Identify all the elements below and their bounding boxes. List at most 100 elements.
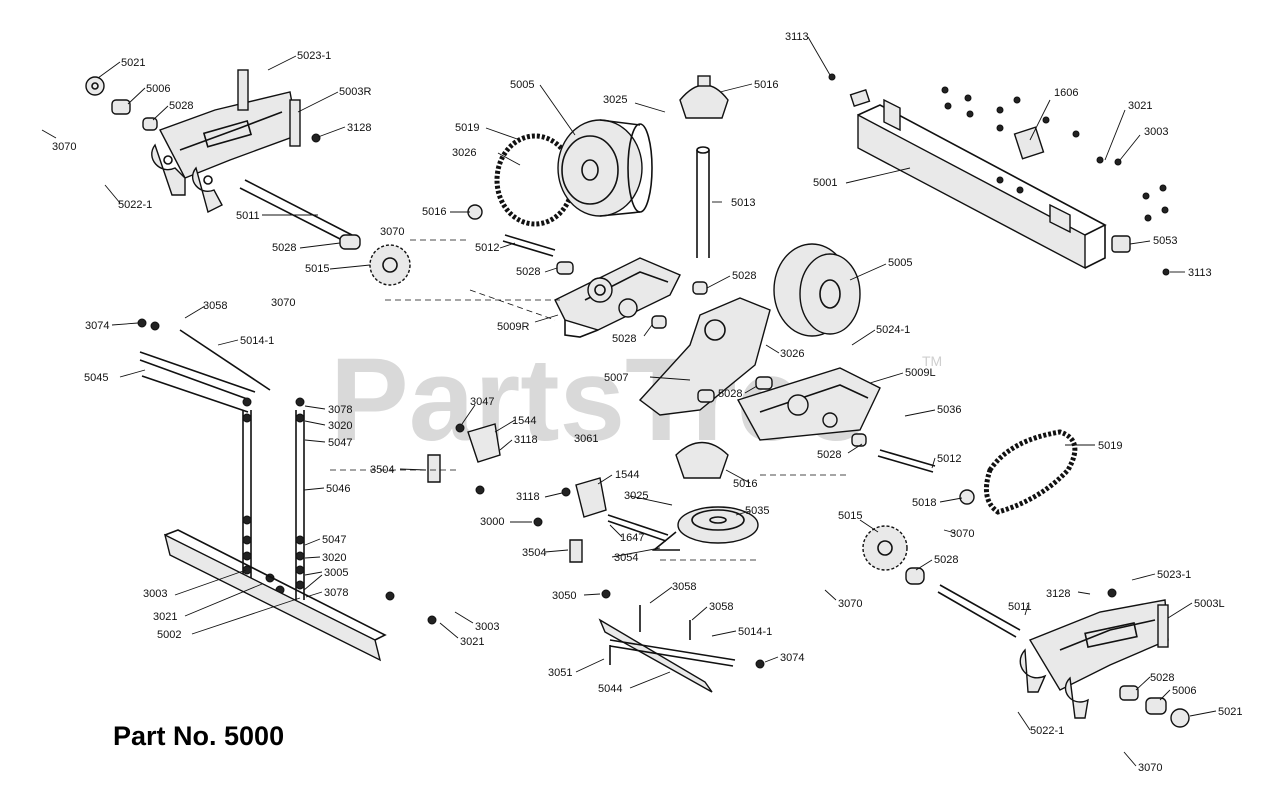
bracket-5003l [1019, 599, 1169, 719]
callout-5007: 5007 [604, 372, 628, 384]
callout-5001: 5001 [813, 177, 837, 189]
sprocket-5015-right [862, 525, 908, 571]
callout-5016-b: 5016 [422, 206, 446, 218]
bar-5044 [598, 618, 713, 693]
frame-5009r [554, 257, 681, 338]
pulley-5035 [677, 506, 759, 544]
callout-5022-1-top: 5022-1 [118, 199, 152, 211]
callout-5006-top: 5006 [146, 83, 170, 95]
bolt-1647 [607, 514, 669, 542]
callout-1544-b: 1544 [615, 469, 639, 481]
spacer-5006-lower [1145, 697, 1167, 715]
callout-3054: 3054 [614, 552, 638, 564]
callout-labels: 5023-1 5021 5006 5028 5003R 3070 3128 50… [52, 31, 1242, 774]
callout-5021-lower: 5021 [1218, 706, 1242, 718]
callout-3021-mid: 3021 [460, 636, 484, 648]
part-number-title: Part No. 5000 [113, 721, 284, 751]
callout-5013: 5013 [731, 197, 755, 209]
sprocket-5018 [959, 489, 975, 505]
clutch-cone-5016 [679, 84, 729, 119]
callout-5006-lower: 5006 [1172, 685, 1196, 697]
callout-3051: 3051 [548, 667, 572, 679]
callout-5003l: 5003L [1194, 598, 1225, 610]
pulley-5005-lower [773, 243, 861, 337]
callout-5028-a: 5028 [169, 100, 193, 112]
callout-3078-b: 3078 [324, 587, 348, 599]
bracket-5003r [151, 69, 301, 214]
callout-3074-lower: 3074 [780, 652, 804, 664]
bracket-5053 [1111, 235, 1131, 253]
callout-5044: 5044 [598, 683, 622, 695]
frame-5009l [736, 367, 881, 441]
callout-3061: 3061 [574, 433, 598, 445]
callout-5023-1-lower: 5023-1 [1157, 569, 1191, 581]
callout-3000: 3000 [480, 516, 504, 528]
callout-5028-e: 5028 [612, 333, 636, 345]
callout-5016-top: 5016 [754, 79, 778, 91]
bracket-3504-a [427, 454, 441, 483]
callout-5015-top: 5015 [305, 263, 329, 275]
bar-5002 [163, 533, 382, 662]
callout-5028-f: 5028 [718, 388, 742, 400]
callout-5021-top: 5021 [121, 57, 145, 69]
callout-5012-top: 5012 [475, 242, 499, 254]
callout-3504-b: 3504 [522, 547, 546, 559]
callout-3021-top: 3021 [1128, 100, 1152, 112]
callout-3070-a: 3070 [52, 141, 76, 153]
callout-3026-mid: 3026 [780, 348, 804, 360]
pulley-5005 [557, 119, 653, 217]
callout-5028-c: 5028 [516, 266, 540, 278]
callout-3003-top: 3003 [1144, 126, 1168, 138]
clutch-5016-lower [675, 441, 729, 479]
callout-3504-a: 3504 [370, 464, 394, 476]
threaded-rod-left [242, 410, 252, 580]
callout-5045: 5045 [84, 372, 108, 384]
rod-5014-1 [179, 329, 271, 391]
callout-3025-top: 3025 [603, 94, 627, 106]
shaft-5011-lower [937, 584, 1021, 638]
callout-5036: 5036 [937, 404, 961, 416]
callout-5014-1-lower: 5014-1 [738, 626, 772, 638]
watermark-tm: TM [922, 353, 942, 369]
callout-3118-b: 3118 [516, 491, 540, 503]
sprocket-5015 [369, 244, 411, 286]
callout-3050: 3050 [552, 590, 576, 602]
callout-3070-f: 3070 [1138, 762, 1162, 774]
callout-1606: 1606 [1054, 87, 1078, 99]
callout-5028-d: 5028 [732, 270, 756, 282]
callout-5047-b: 5047 [322, 534, 346, 546]
shaft-5012-lower [877, 449, 936, 473]
callout-3058-a: 3058 [672, 581, 696, 593]
chain-5019-right [983, 429, 1078, 515]
callout-3070-d: 3070 [950, 528, 974, 540]
assembly-lines [330, 239, 850, 561]
callout-5028-h: 5028 [934, 554, 958, 566]
callout-3003-left: 3003 [143, 588, 167, 600]
sprocket-5021 [85, 76, 105, 96]
callout-5011-top: 5011 [236, 210, 260, 222]
callout-3074-left: 3074 [85, 320, 109, 332]
callout-3118-a: 3118 [514, 434, 538, 446]
callout-5028-g: 5028 [817, 449, 841, 461]
callout-3005: 3005 [324, 567, 348, 579]
callout-3113-b: 3113 [1188, 267, 1212, 279]
frame-5007 [638, 297, 771, 416]
callout-3070-e: 3070 [838, 598, 862, 610]
callout-3070-c: 3070 [271, 297, 295, 309]
callout-5012-lower: 5012 [937, 453, 961, 465]
callout-3020-a: 3020 [328, 420, 352, 432]
callout-5011-lower: 5011 [1008, 601, 1032, 613]
bracket-1544-b [575, 477, 607, 518]
callout-5015-right: 5015 [838, 510, 862, 522]
sprocket-5021-lower [1170, 708, 1190, 728]
callout-5024-1: 5024-1 [876, 324, 910, 336]
callout-5028-i: 5028 [1150, 672, 1174, 684]
callout-3070-b: 3070 [380, 226, 404, 238]
callout-5003r: 5003R [339, 86, 371, 98]
leader-lines [41, 36, 1217, 767]
sprocket-5016 [467, 204, 483, 220]
callout-5022-1-lower: 5022-1 [1030, 725, 1064, 737]
rod-5014-1-lower [609, 639, 736, 667]
callout-3078-a: 3078 [328, 404, 352, 416]
spacer-5006 [111, 99, 131, 115]
